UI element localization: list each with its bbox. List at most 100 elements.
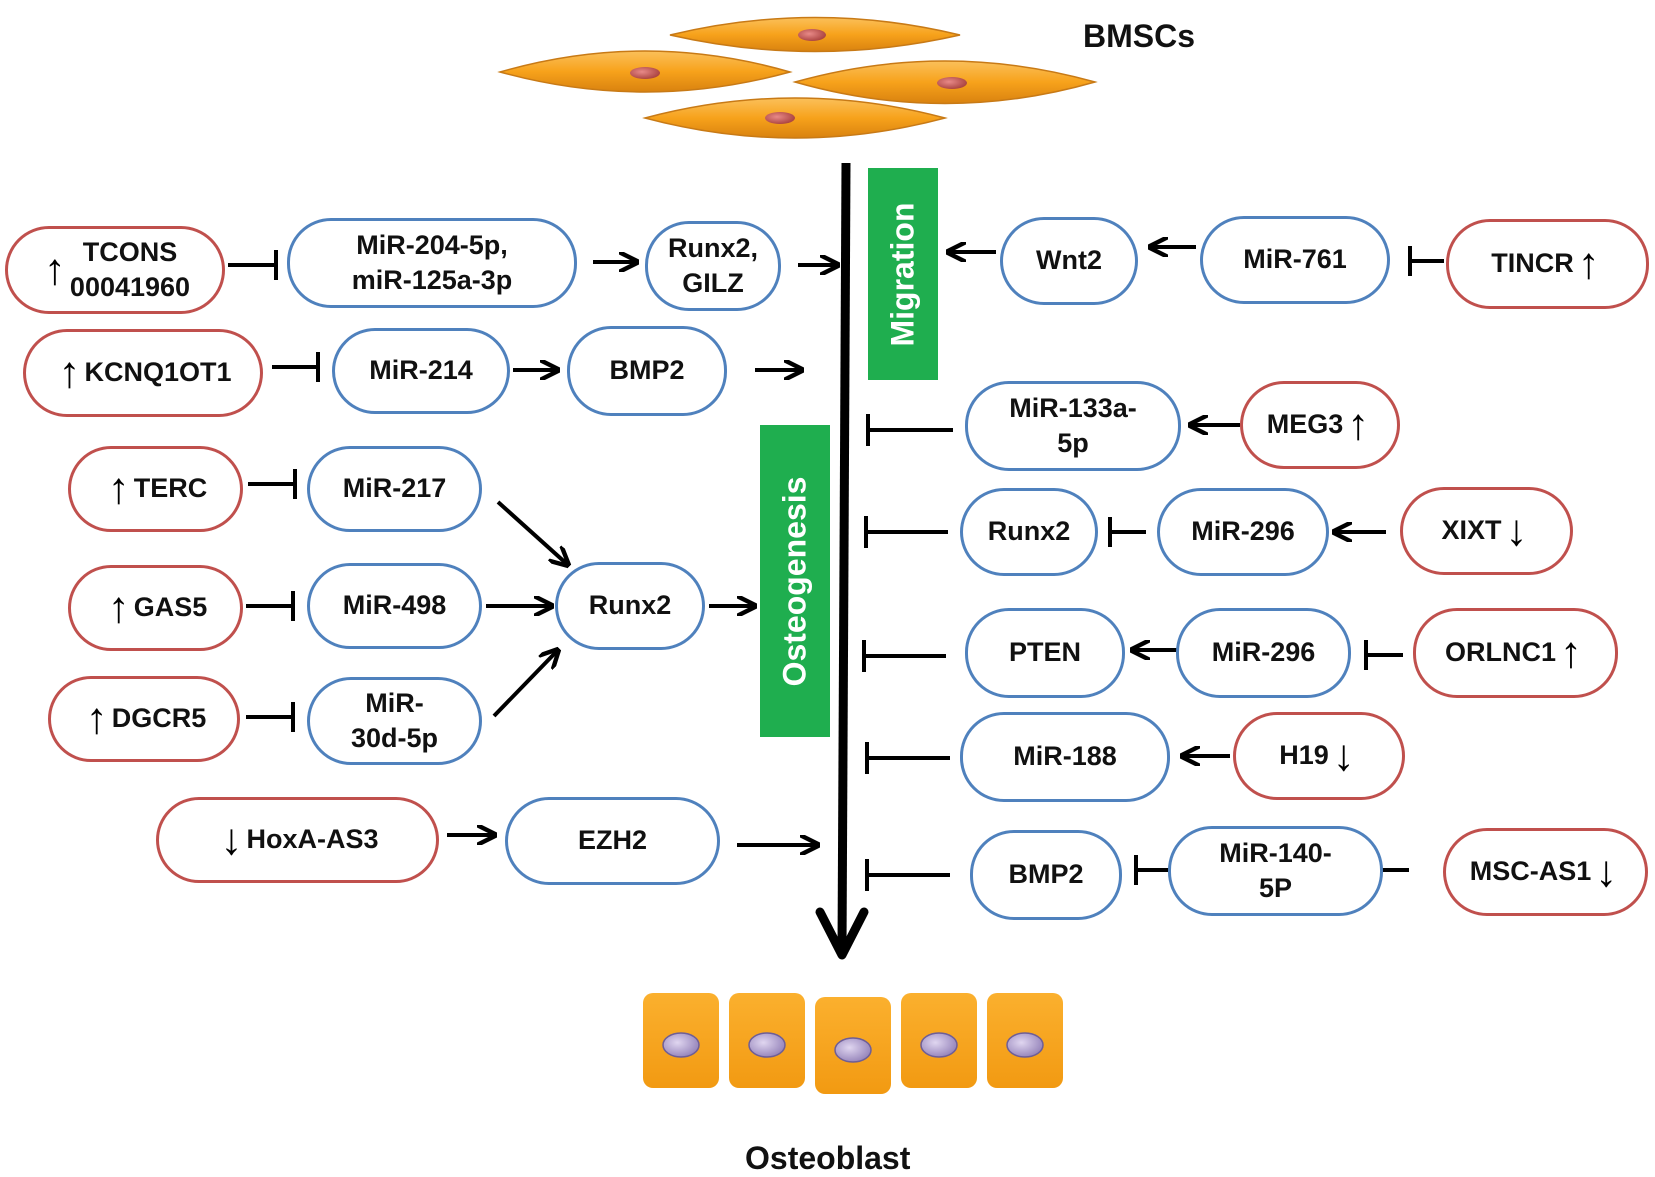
osteoblast-cell — [987, 993, 1063, 1088]
node-mir296a: MiR-296 — [1157, 488, 1329, 576]
node-ezh2: EZH2 — [505, 797, 720, 885]
node-meg3-label: MEG3 — [1266, 409, 1344, 440]
node-ezh2-label: EZH2 — [577, 825, 648, 856]
node-runx2r: Runx2 — [960, 488, 1098, 576]
node-meg3: MEG3 ↑ — [1240, 381, 1400, 469]
node-gas5: ↑ GAS5 — [68, 565, 243, 651]
osteoblast-cell — [901, 993, 977, 1088]
node-mir217-label: MiR-217 — [342, 473, 447, 504]
node-mir498-label: MiR-498 — [342, 590, 447, 621]
up-arrow-icon: ↑ — [1560, 628, 1582, 677]
node-mir296a-label: MiR-296 — [1191, 516, 1295, 547]
node-mir133-label: MiR-133a- 5p — [1009, 392, 1137, 458]
edge-orlnc1-mir296 — [1364, 640, 1403, 670]
edge-pten-axis — [862, 640, 946, 672]
edge-bmp2r-axis — [865, 859, 950, 891]
node-mir188-label: MiR-188 — [1013, 741, 1117, 772]
up-arrow-icon: ↑ — [43, 245, 66, 294]
edge-tincr-mir761 — [1408, 246, 1444, 276]
node-mir217: MiR-217 — [307, 446, 482, 532]
node-runx2c: Runx2 — [555, 562, 705, 650]
node-mir498: MiR-498 — [307, 563, 482, 649]
edge-mir296-runx2r — [1108, 517, 1146, 547]
node-xixt: XIXT ↓ — [1400, 487, 1573, 575]
node-tcons: ↑ TCONS 00041960 — [5, 226, 225, 314]
node-terc-label: TERC — [133, 473, 208, 504]
node-bmp2a: BMP2 — [567, 326, 727, 416]
node-mir140-label: MiR-140- 5P — [1219, 837, 1332, 903]
migration-label-text: Migration — [884, 202, 921, 346]
osteogenesis-label: Osteogenesis — [760, 425, 830, 737]
node-bmp2a-label: BMP2 — [609, 355, 685, 386]
bmsc-cell — [642, 97, 948, 139]
node-mir204-label: MiR-204-5p, miR-125a-3p — [351, 229, 513, 295]
node-hoxa-label: HoxA-AS3 — [246, 824, 379, 855]
node-mir296b: MiR-296 — [1176, 608, 1351, 698]
node-mir214: MiR-214 — [332, 328, 510, 414]
edge-mir133-axis — [866, 414, 953, 446]
edge-mir217-runx2 — [496, 500, 568, 565]
up-arrow-icon: ↑ — [85, 694, 108, 743]
node-mir30-label: MiR- 30d-5p — [350, 687, 439, 753]
edge-dgcr5-mir30 — [246, 702, 295, 732]
node-wnt2-label: Wnt2 — [1036, 245, 1102, 276]
down-arrow-icon: ↓ — [1332, 731, 1355, 780]
node-runx2c-label: Runx2 — [588, 590, 672, 621]
node-runx2gilz: Runx2, GILZ — [645, 221, 781, 311]
edge-terc-mir217 — [248, 469, 297, 499]
down-arrow-icon: ↓ — [1595, 847, 1618, 896]
up-arrow-icon: ↑ — [1347, 400, 1370, 449]
node-terc: ↑ TERC — [68, 446, 243, 532]
node-orlnc1: ORLNC1 ↑ — [1413, 608, 1618, 698]
osteoblast-cell — [643, 993, 719, 1088]
node-mir133: MiR-133a- 5p — [965, 381, 1181, 471]
node-mscas1-label: MSC-AS1 — [1469, 856, 1592, 887]
up-arrow-icon: ↑ — [1577, 239, 1600, 288]
bmsc-cell — [497, 50, 793, 93]
node-mir761: MiR-761 — [1200, 216, 1390, 304]
up-arrow-icon: ↑ — [58, 348, 81, 397]
node-orlnc1-label: ORLNC1 — [1444, 637, 1556, 668]
node-mir30: MiR- 30d-5p — [307, 677, 482, 765]
node-tincr: TINCR ↑ — [1446, 219, 1649, 309]
node-xixt-label: XIXT — [1441, 515, 1502, 546]
bmsc-cell — [669, 16, 961, 53]
node-gas5-label: GAS5 — [133, 592, 208, 623]
edge-kcnq-mir214 — [272, 352, 320, 382]
node-dgcr5-label: DGCR5 — [111, 703, 207, 734]
node-mir214-label: MiR-214 — [369, 355, 473, 386]
node-h19: H19 ↓ — [1233, 712, 1405, 800]
node-runx2r-label: Runx2 — [987, 516, 1071, 547]
up-arrow-icon: ↑ — [107, 583, 130, 632]
node-dgcr5: ↑ DGCR5 — [48, 676, 240, 762]
node-mscas1: MSC-AS1 ↓ — [1443, 828, 1648, 916]
node-pten: PTEN — [965, 608, 1125, 698]
node-tcons-label: TCONS 00041960 — [69, 236, 191, 302]
osteoblast-cell — [815, 997, 891, 1094]
node-hoxa: ↓ HoxA-AS3 — [156, 797, 439, 883]
node-tincr-label: TINCR — [1491, 248, 1574, 279]
migration-label: Migration — [868, 168, 938, 380]
node-bmp2r: BMP2 — [970, 830, 1122, 920]
down-arrow-icon: ↓ — [220, 815, 243, 864]
node-mir188: MiR-188 — [960, 712, 1170, 802]
node-mir204: MiR-204-5p, miR-125a-3p — [287, 218, 577, 308]
bmsc-cell — [792, 60, 1098, 105]
node-kcnq: ↑ KCNQ1OT1 — [23, 329, 263, 417]
node-mir140: MiR-140- 5P — [1168, 826, 1383, 916]
node-h19-label: H19 — [1279, 740, 1329, 771]
edge-gas5-mir498 — [246, 591, 295, 621]
down-arrow-icon: ↓ — [1505, 506, 1528, 555]
up-arrow-icon: ↑ — [107, 464, 130, 513]
node-runx2gilz-label: Runx2, GILZ — [667, 232, 759, 298]
top-caption: BMSCs — [1083, 18, 1196, 54]
node-mir761-label: MiR-761 — [1243, 244, 1347, 275]
edge-tcons-mir204 — [228, 250, 278, 280]
node-kcnq-label: KCNQ1OT1 — [84, 357, 232, 388]
main-axis-arrow — [837, 162, 851, 951]
bottom-caption: Osteoblast — [745, 1140, 911, 1176]
node-bmp2r-label: BMP2 — [1008, 859, 1084, 890]
osteoblast-cell — [729, 993, 805, 1088]
osteogenesis-label-text: Osteogenesis — [776, 476, 813, 686]
